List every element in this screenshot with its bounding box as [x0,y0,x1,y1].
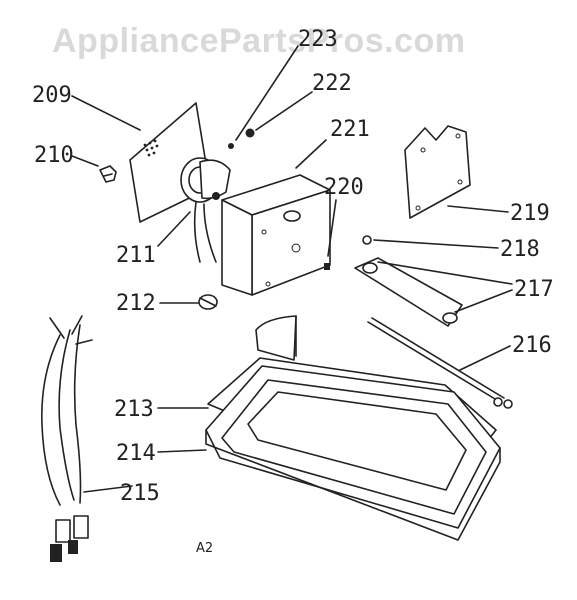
pan-214 [205,365,501,541]
part-212 [198,294,218,310]
motor-211 [180,157,231,263]
callout-222: 222 [312,71,352,96]
screw-218 [362,235,372,245]
callout-210: 210 [34,143,74,168]
diagram-code: A2 [196,541,213,556]
clip-210 [99,165,117,183]
harness-215 [41,315,93,562]
element-216 [367,317,513,409]
callout-209: 209 [32,83,72,108]
screw-220 [324,263,330,270]
callout-219: 219 [510,201,550,226]
timer-221 [221,174,331,296]
screw-223 [228,143,234,149]
leader-lines [71,45,513,493]
callout-223: 223 [298,27,338,52]
callout-217: 217 [514,277,554,302]
callout-213: 213 [114,397,154,422]
callout-214: 214 [116,441,156,466]
callout-220: 220 [324,175,364,200]
watermark: AppliancePartsPros.com [52,22,465,60]
callout-221: 221 [330,117,370,142]
cover-219 [404,125,471,219]
callout-218: 218 [500,237,540,262]
callout-215: 215 [120,481,160,506]
screw-222 [245,128,255,138]
callout-212: 212 [116,291,156,316]
callout-216: 216 [512,333,552,358]
bracket-217 [354,257,463,327]
callout-211: 211 [116,243,156,268]
